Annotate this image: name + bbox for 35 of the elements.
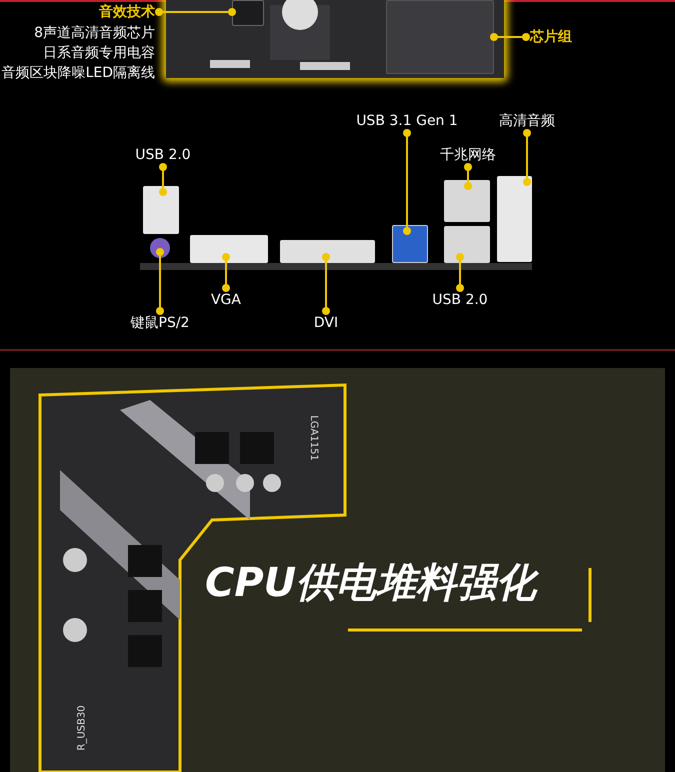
dvi-port xyxy=(280,240,375,263)
leader-line xyxy=(222,253,230,292)
feature-text: 音频区块降噪LED隔离线 xyxy=(0,64,155,82)
port-label: DVI xyxy=(296,314,356,332)
usb-port xyxy=(143,186,179,234)
port-label: USB 2.0 xyxy=(128,146,198,164)
feature-text: 日系音频专用电容 xyxy=(42,44,155,62)
leader-line xyxy=(403,129,411,235)
silkscreen-text: LGA1151 xyxy=(306,415,320,461)
feature-label: 芯片组 xyxy=(530,28,660,46)
leader-line xyxy=(155,8,236,16)
leader-line xyxy=(456,253,464,292)
leader-line xyxy=(156,248,164,315)
ethernet-port xyxy=(444,180,490,222)
audio-jacks xyxy=(497,176,532,262)
usb-port xyxy=(392,225,428,263)
silkscreen-text: R_USB30 xyxy=(76,705,89,751)
port-label: USB 3.1 Gen 1 xyxy=(342,112,472,130)
headline: CPU供电堆料强化 xyxy=(205,560,536,606)
feature-label: 音效技术 xyxy=(20,3,155,21)
port-label: USB 2.0 xyxy=(420,291,500,309)
leader-line xyxy=(523,129,531,186)
leader-line xyxy=(490,33,530,41)
vga-port xyxy=(190,235,268,263)
leader-line xyxy=(322,253,330,315)
port-label: VGA xyxy=(196,291,256,309)
usb-port xyxy=(444,226,490,263)
port-label: 千兆网络 xyxy=(428,146,508,164)
chipset-heatsink xyxy=(386,0,494,74)
port-label: 高清音频 xyxy=(487,112,567,130)
feature-text: 8声道高清音频芯片 xyxy=(33,24,155,42)
leader-line xyxy=(159,163,167,196)
audio-chip xyxy=(232,0,264,26)
leader-line xyxy=(464,163,472,190)
port-label: 键鼠PS/2 xyxy=(115,314,205,332)
